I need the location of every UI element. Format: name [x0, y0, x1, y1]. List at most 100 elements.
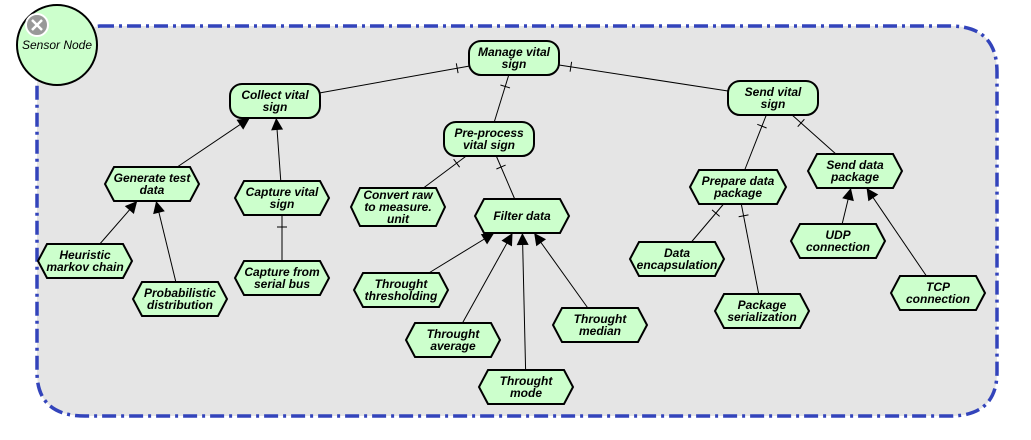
edge-senddata-to-send: [791, 114, 837, 155]
edge-prepare-to-send: [744, 114, 767, 171]
edge-capture-to-collect: [271, 117, 284, 182]
node-label-line: Heuristic: [59, 248, 111, 262]
or-arrowhead: [124, 201, 138, 214]
node-label-line: serialization: [727, 310, 796, 324]
or-arrowhead: [866, 188, 879, 202]
or-arrowhead: [842, 188, 854, 202]
task-shape: [628, 241, 726, 277]
and-tick: [455, 63, 459, 74]
close-icon[interactable]: [25, 13, 49, 37]
task-shape: [352, 272, 450, 308]
edges-layer: [99, 61, 927, 371]
node-label-line: Throught: [574, 312, 628, 326]
node-label-line: vital sign: [463, 138, 515, 152]
node-label-line: Prepare data: [702, 174, 775, 188]
edge-average-to-filter: [462, 232, 513, 324]
node-label-line: unit: [387, 212, 410, 226]
goal-shape: [727, 80, 819, 116]
and-tick: [453, 158, 461, 168]
or-arrowhead: [501, 233, 513, 247]
node-label-line: sign: [502, 57, 527, 71]
edge-encapsulation-to-prepare: [691, 203, 724, 243]
node-label-line: Manage vital: [478, 45, 551, 59]
or-arrowhead: [236, 118, 250, 130]
edge-serialbus-to-capture: [277, 215, 287, 261]
node-label-line: Convert raw: [363, 188, 433, 202]
task-shape: [477, 369, 575, 405]
node-label-line: Package: [738, 298, 787, 312]
actor-label: Sensor Node: [22, 38, 92, 52]
node-label-line: Throught: [375, 277, 429, 291]
node-label-line: Send vital: [745, 85, 802, 99]
edge-thresholding-to-filter: [428, 232, 495, 274]
task-shape: [103, 166, 201, 202]
or-arrowhead: [534, 233, 547, 247]
and-tick: [797, 118, 805, 128]
node-label-line: Generate test: [114, 171, 192, 185]
edge-filter-to-preprocess: [495, 155, 516, 200]
edge-tcp-to-senddata: [866, 187, 927, 277]
node-label-line: Capture vital: [246, 185, 319, 199]
task-shape: [688, 169, 788, 205]
edge-udp-to-senddata: [841, 187, 854, 225]
task-shape: [36, 243, 134, 279]
goal-shape: [468, 40, 560, 76]
node-label-line: Probabilistic: [144, 286, 216, 300]
node-label-line: markov chain: [46, 260, 123, 274]
edge-serialization-to-prepare: [738, 203, 760, 295]
node-label-line: to measure.: [364, 200, 431, 214]
node-filter[interactable]: Filter data: [473, 198, 571, 234]
task-shape: [889, 275, 987, 311]
node-label-line: data: [140, 183, 165, 197]
task-shape: [233, 260, 331, 296]
node-label-line: thresholding: [365, 289, 438, 303]
edge-send-to-manage: [558, 61, 729, 92]
and-tick: [738, 214, 749, 218]
and-tick: [500, 84, 511, 89]
task-shape: [131, 281, 229, 317]
edge-heuristic-to-generate: [99, 200, 138, 245]
task-shape: [551, 307, 649, 343]
node-label-line: package: [713, 186, 762, 200]
edge-median-to-filter: [533, 232, 589, 309]
node-label-line: average: [430, 339, 476, 353]
node-label-line: Capture from: [244, 265, 320, 279]
or-arrowhead: [271, 118, 284, 131]
edge-collect-to-manage: [319, 63, 470, 94]
node-label-line: TCP: [926, 280, 951, 294]
node-label-line: Throught: [427, 327, 481, 341]
edge-probabilistic-to-generate: [153, 200, 177, 283]
task-shape: [473, 198, 571, 234]
task-shape: [789, 223, 887, 259]
and-tick: [569, 61, 573, 72]
node-label-line: Throught: [500, 374, 554, 388]
actor-node[interactable]: Sensor Node: [16, 4, 98, 86]
task-shape: [713, 293, 811, 329]
node-label-line: Pre-process: [454, 126, 524, 140]
edge-convert-to-preprocess: [423, 155, 467, 189]
and-tick: [711, 209, 720, 217]
edge-generate-to-collect: [176, 117, 251, 168]
